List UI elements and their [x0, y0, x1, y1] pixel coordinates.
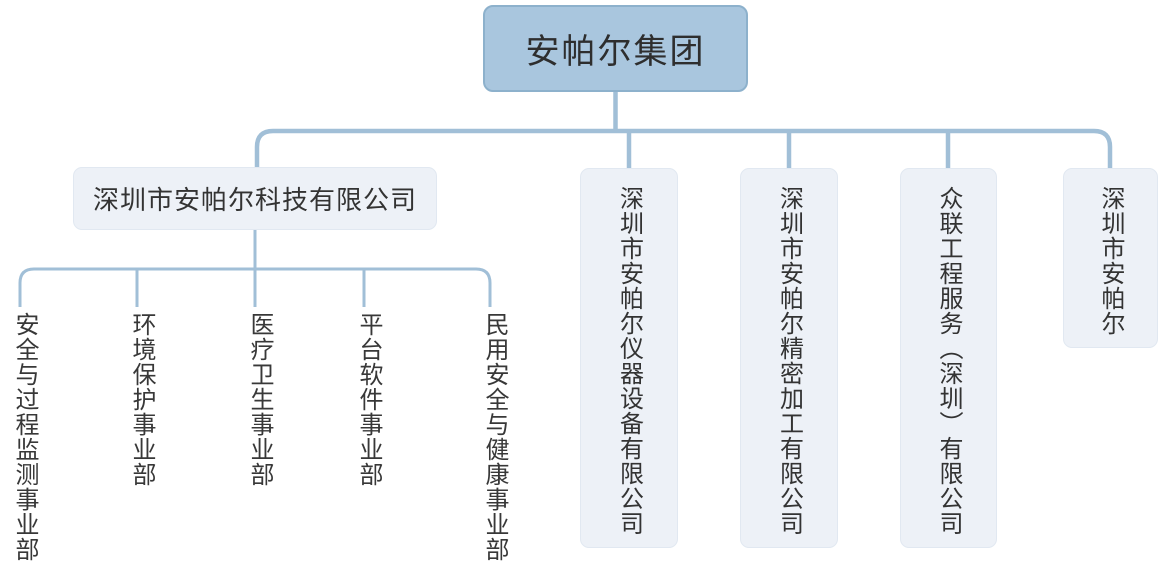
org-node-company-anpaer: 深圳市安帕尔	[1063, 168, 1158, 348]
org-node-company-precision: 深圳市安帕尔精密加工有限公司	[740, 168, 838, 548]
company-label: 深圳市安帕尔精密加工有限公司	[775, 186, 803, 536]
org-node-department-platform-software: 平台软件事业部	[355, 312, 382, 487]
org-node-company-tech: 深圳市安帕尔科技有限公司	[73, 167, 437, 230]
org-node-root: 安帕尔集团	[483, 5, 748, 92]
org-node-company-engineering: 众联工程服务（深圳）有限公司	[900, 168, 997, 548]
company-label: 众联工程服务（深圳）有限公司	[935, 186, 962, 536]
company-label: 深圳市安帕尔	[1097, 186, 1124, 336]
org-node-department-environmental-protection: 环境保护事业部	[128, 312, 155, 487]
org-node-department-safety-process-monitoring: 安全与过程监测事业部	[11, 312, 38, 562]
company-label: 深圳市安帕尔仪器设备有限公司	[615, 186, 643, 536]
connector-level2-rail	[18, 267, 492, 307]
org-node-department-medical-health: 医疗卫生事业部	[246, 312, 273, 487]
org-node-company-instruments: 深圳市安帕尔仪器设备有限公司	[580, 168, 678, 548]
org-node-department-civil-safety-health: 民用安全与健康事业部	[481, 312, 508, 562]
connector-level1-rail	[254, 128, 1113, 168]
